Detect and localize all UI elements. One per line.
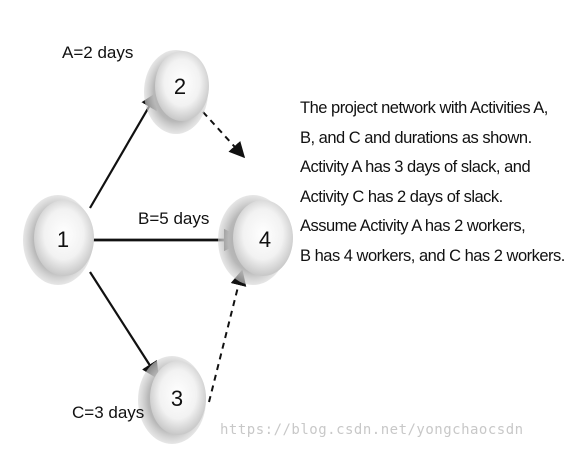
edge-label-b: B=5 days bbox=[138, 209, 209, 228]
description-line: The project network with Activities A, bbox=[300, 99, 548, 117]
edge-label-c: C=3 days bbox=[72, 403, 144, 422]
edge-3-4-dashed bbox=[208, 269, 247, 403]
description-line: B has 4 workers, and C has 2 workers. bbox=[300, 246, 565, 265]
node-4: 4 bbox=[218, 195, 293, 285]
description-text: The project network with Activities A, B… bbox=[300, 94, 572, 271]
node-3: 3 bbox=[138, 356, 206, 444]
edge-1-2 bbox=[89, 91, 158, 209]
description-line: Assume Activity A has 2 workers, bbox=[300, 217, 526, 235]
description-line: B, and C and durations as shown. bbox=[300, 128, 532, 147]
watermark-text: https://blog.csdn.net/yongchaocsdn bbox=[220, 422, 524, 438]
edge-label-a: A=2 days bbox=[62, 43, 133, 62]
node-1-label: 1 bbox=[57, 227, 69, 252]
node-4-label: 4 bbox=[259, 227, 271, 252]
node-2-label: 2 bbox=[174, 74, 186, 99]
edge-1-3 bbox=[89, 271, 159, 380]
description-line: Activity C has 2 days of slack. bbox=[300, 187, 503, 206]
node-3-label: 3 bbox=[171, 386, 183, 411]
node-2: 2 bbox=[144, 50, 209, 134]
node-1: 1 bbox=[23, 195, 94, 285]
description-line: Activity A has 3 days of slack, and bbox=[300, 158, 531, 176]
edge-2-4-dashed bbox=[202, 111, 246, 159]
